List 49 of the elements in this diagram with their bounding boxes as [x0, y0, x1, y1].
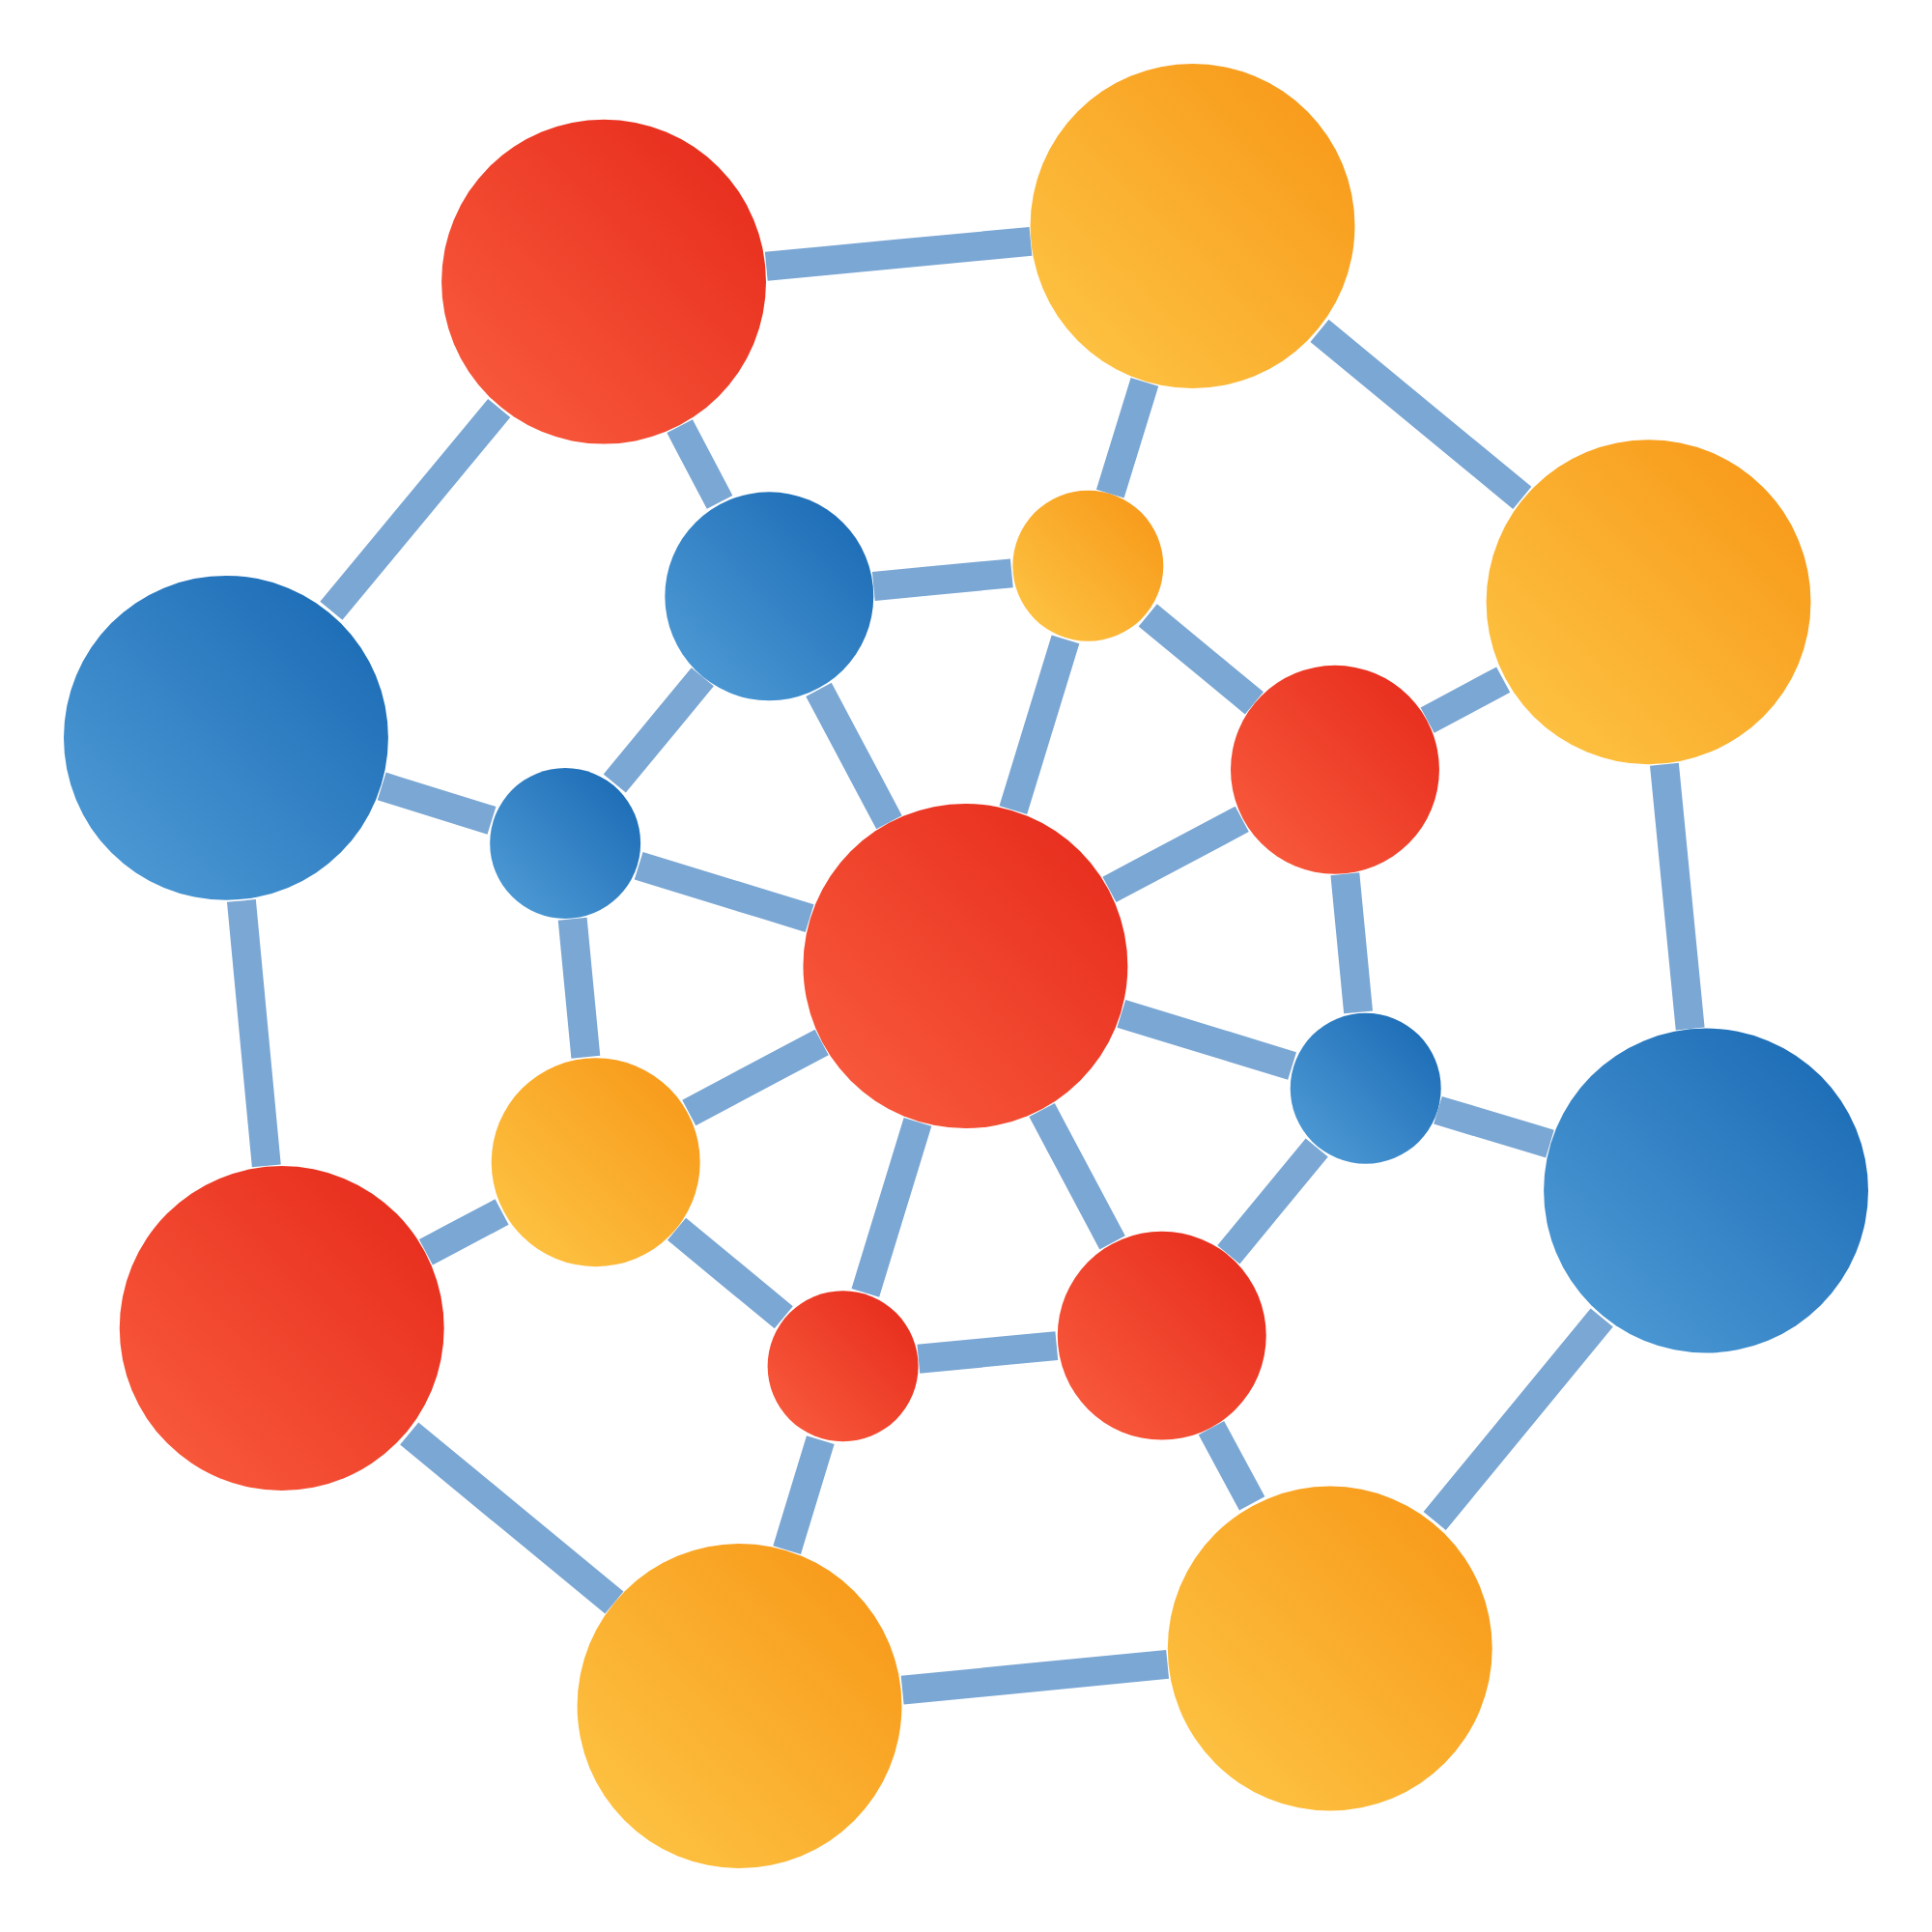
connector	[557, 917, 601, 1059]
connector	[764, 226, 1033, 281]
node-circle	[1231, 665, 1439, 874]
node-circle	[119, 1166, 444, 1492]
node-circle	[665, 492, 874, 701]
node-circle	[1290, 1012, 1441, 1164]
connector	[1423, 1308, 1613, 1531]
connector	[320, 398, 511, 620]
connector	[418, 1199, 509, 1265]
connector	[1310, 319, 1532, 509]
connector	[667, 1217, 793, 1329]
connector	[917, 1331, 1059, 1374]
connector	[1095, 377, 1159, 498]
connector	[900, 1650, 1170, 1705]
connector	[1217, 1138, 1328, 1264]
node-circle	[1012, 490, 1164, 641]
connector	[400, 1422, 624, 1614]
node-circle	[767, 1291, 919, 1442]
connector	[1650, 762, 1705, 1031]
connector	[226, 899, 281, 1168]
connector	[1198, 1420, 1265, 1511]
node-circle	[491, 1058, 700, 1267]
connector	[1420, 667, 1511, 733]
connector	[603, 668, 714, 793]
connector	[871, 558, 1013, 601]
connector	[667, 419, 733, 509]
connector	[1330, 872, 1373, 1014]
node-circle	[1486, 440, 1811, 765]
connector	[1434, 1095, 1554, 1158]
node-circle	[1167, 1486, 1492, 1811]
connector	[1102, 806, 1249, 903]
node-circle	[803, 804, 1128, 1128]
node-circle	[1544, 1028, 1868, 1353]
node-circle	[1057, 1231, 1266, 1440]
connector	[377, 772, 497, 835]
connector	[999, 635, 1080, 814]
connector	[1029, 1103, 1125, 1250]
node-circle	[577, 1544, 902, 1868]
connector	[682, 1029, 829, 1126]
connector	[851, 1118, 932, 1297]
node-circle	[64, 575, 388, 900]
connector	[1138, 604, 1264, 715]
node-circle	[441, 119, 766, 444]
connector	[634, 851, 814, 932]
connector	[773, 1435, 835, 1554]
connector	[1117, 1000, 1296, 1080]
connector	[806, 682, 902, 830]
node-circle	[490, 768, 641, 919]
node-circle	[1030, 64, 1355, 388]
